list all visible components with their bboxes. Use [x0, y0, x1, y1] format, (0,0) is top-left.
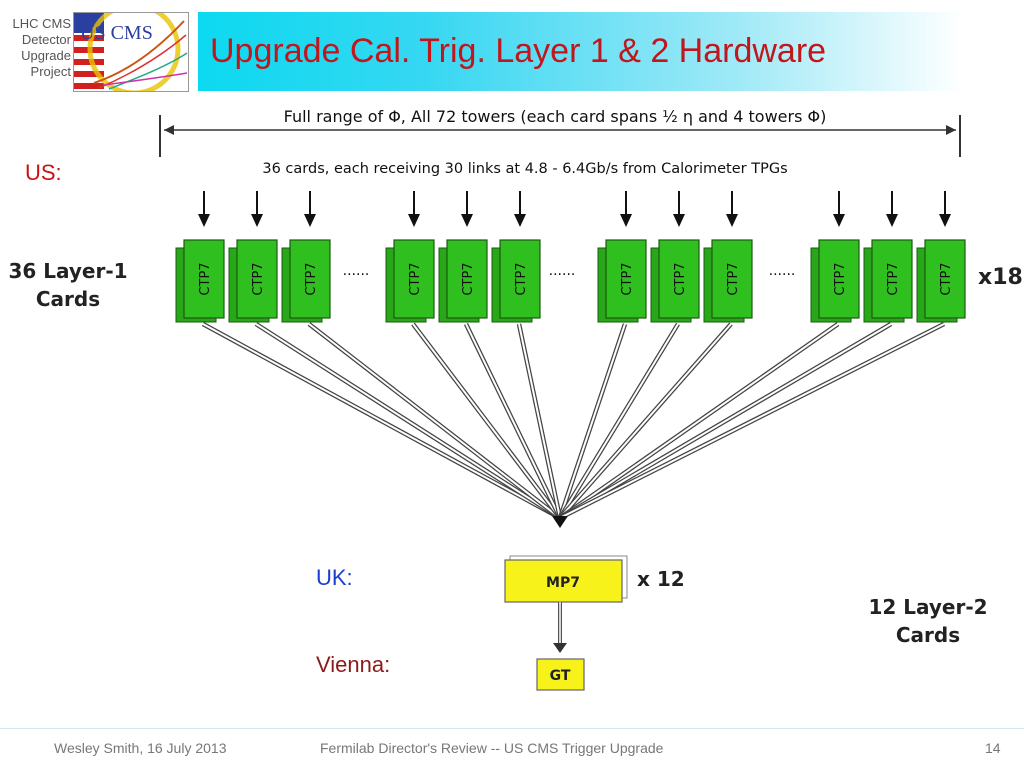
ctp7-card: CTP7	[703, 239, 753, 323]
gt-label: GT	[550, 668, 571, 684]
ellipsis-text: ......	[769, 263, 796, 279]
converge-arrowhead	[552, 516, 568, 528]
ctp7-label: CTP7	[304, 262, 319, 295]
footer-author: Wesley Smith, 16 July 2013	[54, 740, 227, 756]
fan-in-link	[254, 322, 562, 520]
fan-in-lines	[201, 321, 946, 528]
fan-in-link	[558, 322, 840, 520]
fan-in-link	[558, 321, 946, 521]
input-arrow	[726, 191, 738, 227]
ctp7-card: CTP7	[281, 239, 331, 323]
ctp7-label: CTP7	[673, 262, 688, 295]
logo-text: US CMS	[80, 22, 153, 44]
mp7-card: MP7	[504, 555, 628, 603]
input-arrow	[939, 191, 951, 227]
layer1-callout-line1: 36 Layer-1	[8, 259, 128, 283]
logo-graphic: US CMS	[74, 13, 188, 91]
footer-rule	[0, 728, 1024, 729]
input-arrow	[408, 191, 420, 227]
fan-in-link	[307, 322, 562, 520]
layer2-callout-line2: Cards	[895, 623, 961, 647]
ctp7-card: CTP7	[597, 239, 647, 323]
ellipsis-group: ..................	[343, 263, 796, 279]
page-title: Upgrade Cal. Trig. Layer 1 & 2 Hardware	[210, 32, 827, 70]
layer2-callout: 12 Layer-2 Cards	[856, 593, 1000, 649]
layer2-multiplier: x 12	[637, 567, 685, 591]
ctp7-card: CTP7	[916, 239, 966, 323]
region-label-vienna: Vienna:	[316, 652, 391, 677]
ctp7-card: CTP7	[810, 239, 860, 323]
footer-page-number: 14	[985, 740, 1001, 756]
fan-in-link	[411, 322, 562, 520]
us-cms-logo: US CMS	[73, 12, 189, 92]
ctp7-label: CTP7	[886, 262, 901, 295]
ctp7-label: CTP7	[726, 262, 741, 295]
ctp7-card: CTP7	[650, 239, 700, 323]
input-arrow	[514, 191, 526, 227]
input-arrow	[673, 191, 685, 227]
org-label-line: Project	[30, 64, 71, 79]
ctp7-label: CTP7	[620, 262, 635, 295]
fan-in-link	[201, 322, 562, 520]
ellipsis-text: ......	[343, 263, 370, 279]
fan-in-link	[557, 323, 628, 519]
ctp7-card: CTP7	[228, 239, 278, 323]
layer1-callout-line2: Cards	[35, 287, 101, 311]
ctp7-card-group: CTP7 CTP7 CTP7 CTP7 CTP7 CTP7 CTP7 CTP7 CTP7 CTP7…	[175, 239, 966, 323]
fan-in-link	[463, 323, 563, 519]
title-bar: Upgrade Cal. Trig. Layer 1 & 2 Hardware	[198, 12, 964, 91]
fan-in-link	[558, 322, 680, 520]
org-label-line: Detector	[21, 32, 71, 47]
fan-in-link	[516, 323, 563, 519]
ctp7-label: CTP7	[408, 262, 423, 295]
input-arrow	[461, 191, 473, 227]
layer1-callout: 36 Layer-1 Cards	[6, 257, 130, 313]
gt-card: GT	[536, 658, 585, 691]
layer2-callout-line1: 12 Layer-2	[868, 595, 988, 619]
org-label-line: LHC CMS	[12, 16, 71, 31]
fan-in-link	[558, 322, 733, 520]
input-arrow	[620, 191, 632, 227]
ctp7-label: CTP7	[198, 262, 213, 295]
ctp7-label: CTP7	[514, 262, 529, 295]
links-label: 36 cards, each receiving 30 links at 4.8…	[262, 161, 787, 177]
ctp7-label: CTP7	[833, 262, 848, 295]
region-label-uk: UK:	[316, 565, 353, 590]
mp7-label: MP7	[546, 575, 580, 591]
input-arrow	[833, 191, 845, 227]
input-arrow	[251, 191, 263, 227]
region-label-us: US:	[25, 160, 62, 185]
footer-event: Fermilab Director's Review -- US CMS Tri…	[320, 740, 664, 756]
input-arrow	[198, 191, 210, 227]
input-arrow	[886, 191, 898, 227]
input-arrows	[198, 191, 951, 227]
mp7-to-gt-arrow	[553, 643, 567, 653]
org-label-line: Upgrade	[21, 48, 71, 63]
range-label: Full range of Φ, All 72 towers (each car…	[284, 107, 827, 126]
ctp7-label: CTP7	[939, 262, 954, 295]
fan-in-link	[558, 322, 893, 520]
range-bracket	[159, 115, 961, 157]
org-label: LHC CMS Detector Upgrade Project	[0, 16, 71, 80]
ctp7-card: CTP7	[438, 239, 488, 323]
input-arrow	[304, 191, 316, 227]
ctp7-card: CTP7	[491, 239, 541, 323]
ctp7-card: CTP7	[863, 239, 913, 323]
ctp7-label: CTP7	[461, 262, 476, 295]
ctp7-card: CTP7	[385, 239, 435, 323]
ctp7-card: CTP7	[175, 239, 225, 323]
trigger-diagram: Full range of Φ, All 72 towers (each car…	[159, 107, 966, 691]
layer1-multiplier: x18	[978, 265, 1023, 290]
ctp7-label: CTP7	[251, 262, 266, 295]
ellipsis-text: ......	[549, 263, 576, 279]
